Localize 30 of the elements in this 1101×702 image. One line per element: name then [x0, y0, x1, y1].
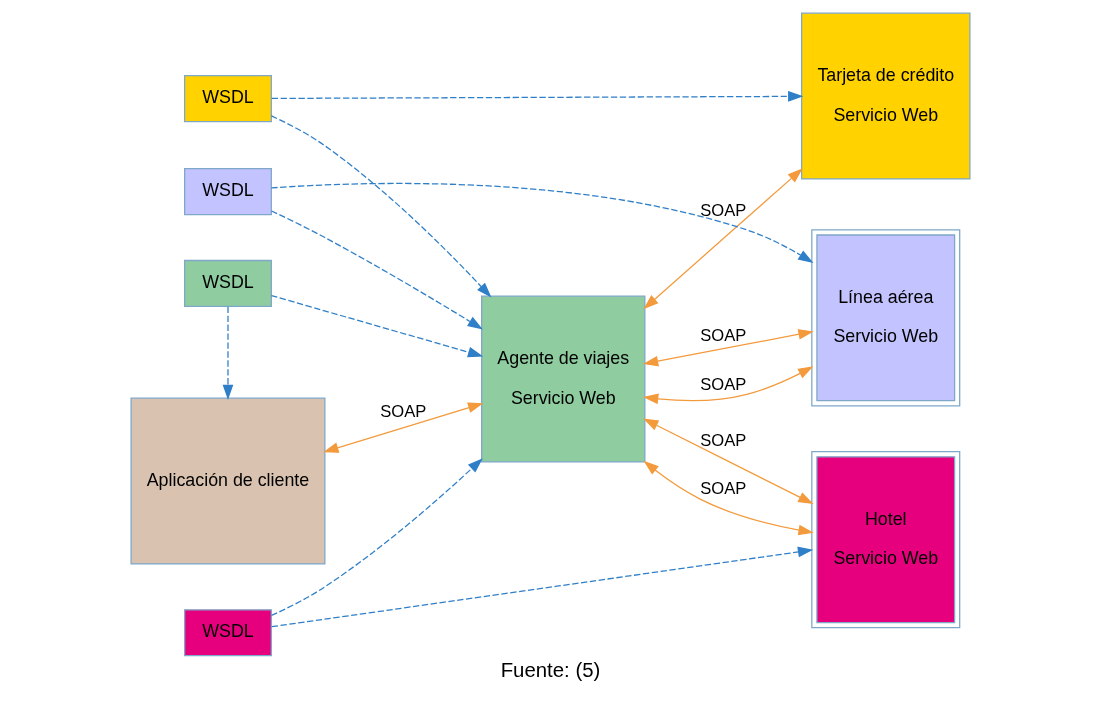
node-box: WSDL	[184, 168, 272, 216]
arrow	[643, 460, 814, 536]
arrow	[323, 402, 484, 453]
arrow	[270, 294, 484, 358]
edge-label: SOAP	[380, 401, 427, 421]
node-box: Agente de viajes Servicio Web	[481, 295, 646, 463]
node-box: Hotel Servicio Web	[811, 451, 961, 629]
arrow	[270, 182, 814, 264]
node-box: WSDL	[184, 259, 272, 307]
arrow	[642, 329, 814, 367]
node-box: WSDL	[184, 609, 272, 657]
edge-label: SOAP	[700, 326, 747, 346]
arrow	[643, 168, 803, 310]
arrow	[270, 458, 483, 617]
arrow	[271, 91, 804, 102]
caption: Fuente: (5)	[500, 659, 601, 682]
arrow	[271, 546, 814, 628]
edge-label: SOAP	[700, 479, 747, 499]
edge-label: SOAP	[700, 430, 747, 450]
arrow	[222, 306, 234, 400]
arrow	[643, 366, 814, 405]
node-box: Línea aérea Servicio Web	[811, 229, 961, 407]
edge-label: SOAP	[700, 201, 747, 221]
arrow	[270, 210, 483, 330]
arrow	[270, 115, 492, 298]
edge-label: SOAP	[700, 374, 747, 394]
arrow	[643, 418, 814, 505]
node-box: WSDL	[184, 75, 272, 123]
node-box: Aplicación de cliente	[130, 397, 326, 565]
node-box: Tarjeta de crédito Servicio Web	[801, 12, 971, 180]
